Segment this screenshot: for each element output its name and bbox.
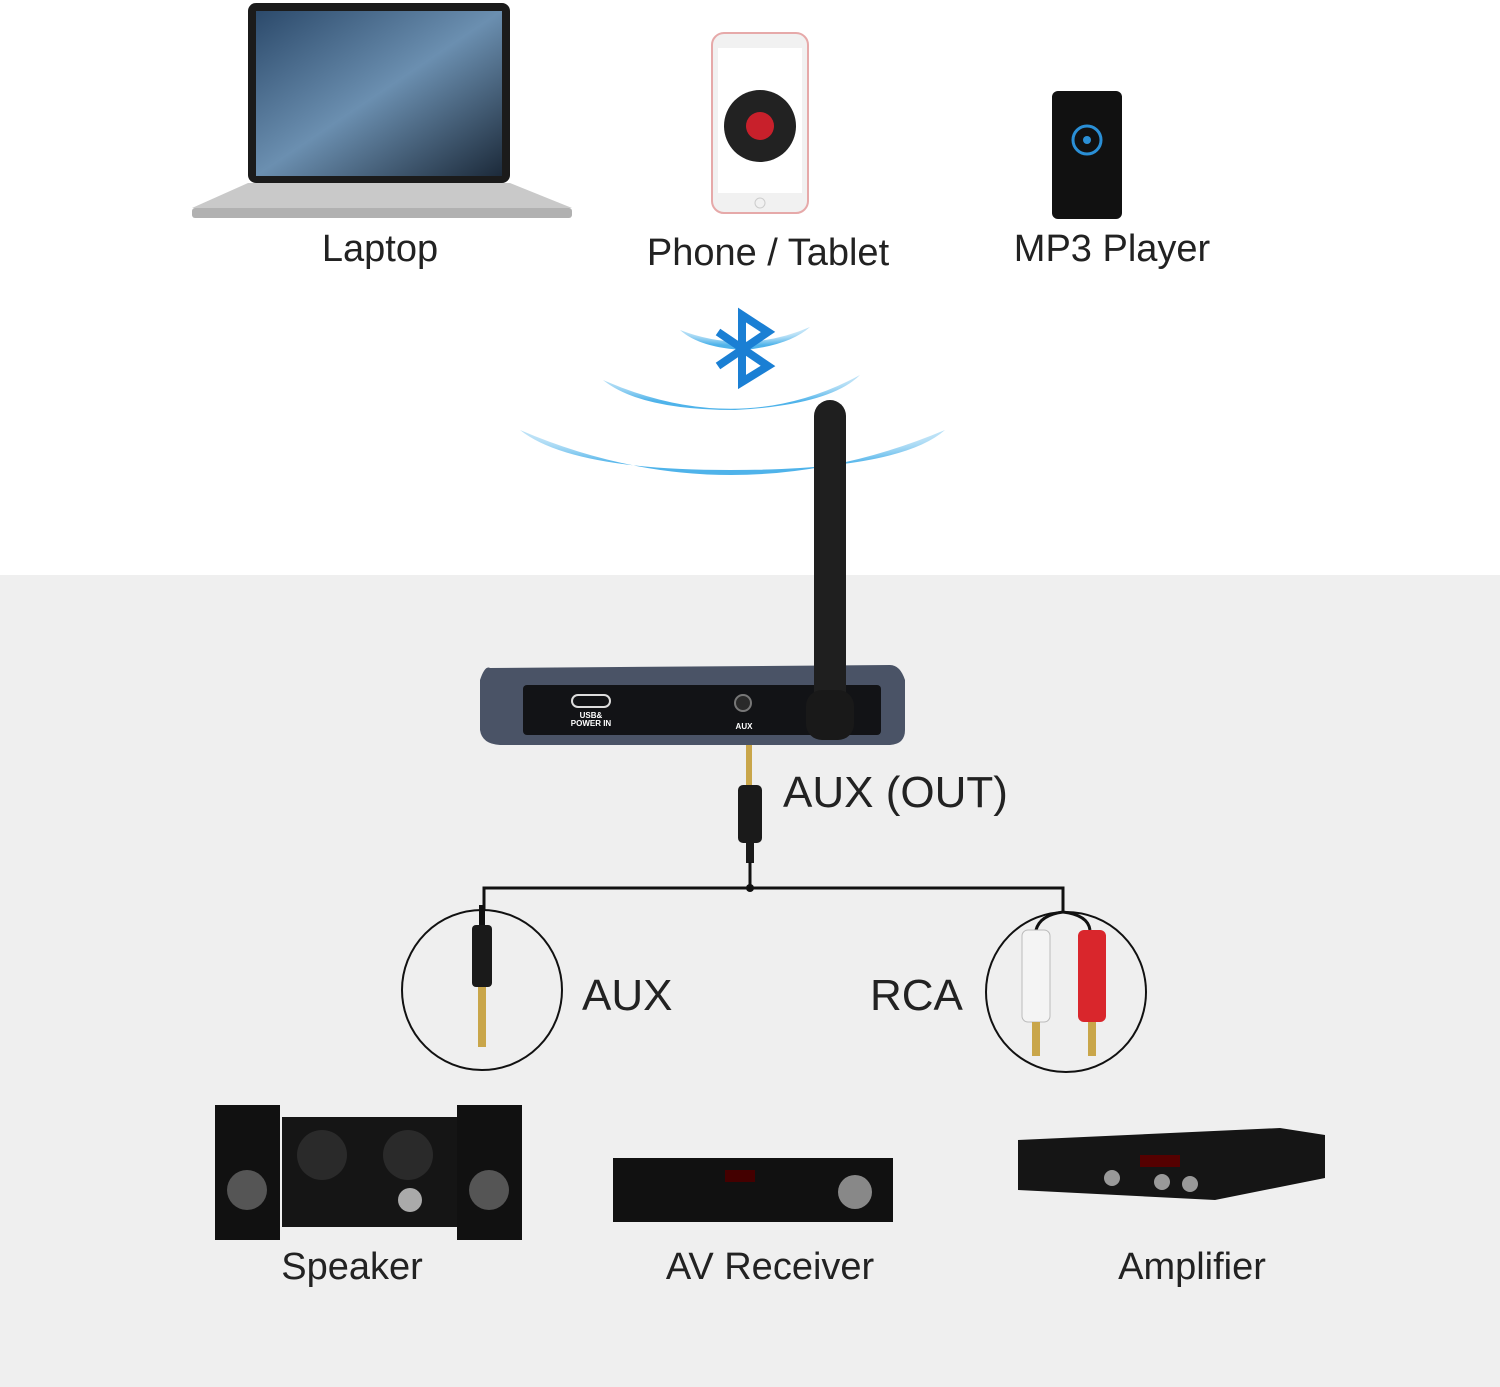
output-label-av-receiver: AV Receiver [665, 1246, 875, 1288]
bluetooth-waves [520, 327, 945, 475]
aux-out-label: AUX (OUT) [783, 768, 1008, 817]
output-label-amplifier: Amplifier [1118, 1246, 1266, 1288]
source-label-phone: Phone / Tablet [646, 232, 890, 274]
speaker-icon [215, 1105, 522, 1240]
phone-icon [711, 32, 809, 214]
usb-port-label-line2: POWER IN [571, 719, 612, 728]
aux-out-cable [482, 745, 1065, 912]
laptop-icon [192, 3, 572, 218]
mp3-player-icon [1052, 91, 1122, 219]
source-label-mp3: MP3 Player [1013, 228, 1211, 270]
amplifier-icon [1018, 1128, 1325, 1200]
usb-port-label-line1: USB& [580, 711, 603, 720]
antenna-icon [806, 400, 854, 740]
source-label-laptop: Laptop [321, 228, 439, 270]
connector-label-rca: RCA [870, 971, 963, 1020]
connector-label-aux: AUX [582, 971, 673, 1020]
output-label-speaker: Speaker [281, 1246, 423, 1288]
rca-plug-icon [985, 910, 1147, 1073]
av-receiver-icon [613, 1158, 893, 1222]
aux-port-label: AUX [736, 722, 754, 731]
aux-jack-icon [401, 905, 563, 1071]
bluetooth-icon [715, 307, 776, 390]
bluetooth-receiver-device: USB& POWER IN AUX [480, 665, 905, 745]
